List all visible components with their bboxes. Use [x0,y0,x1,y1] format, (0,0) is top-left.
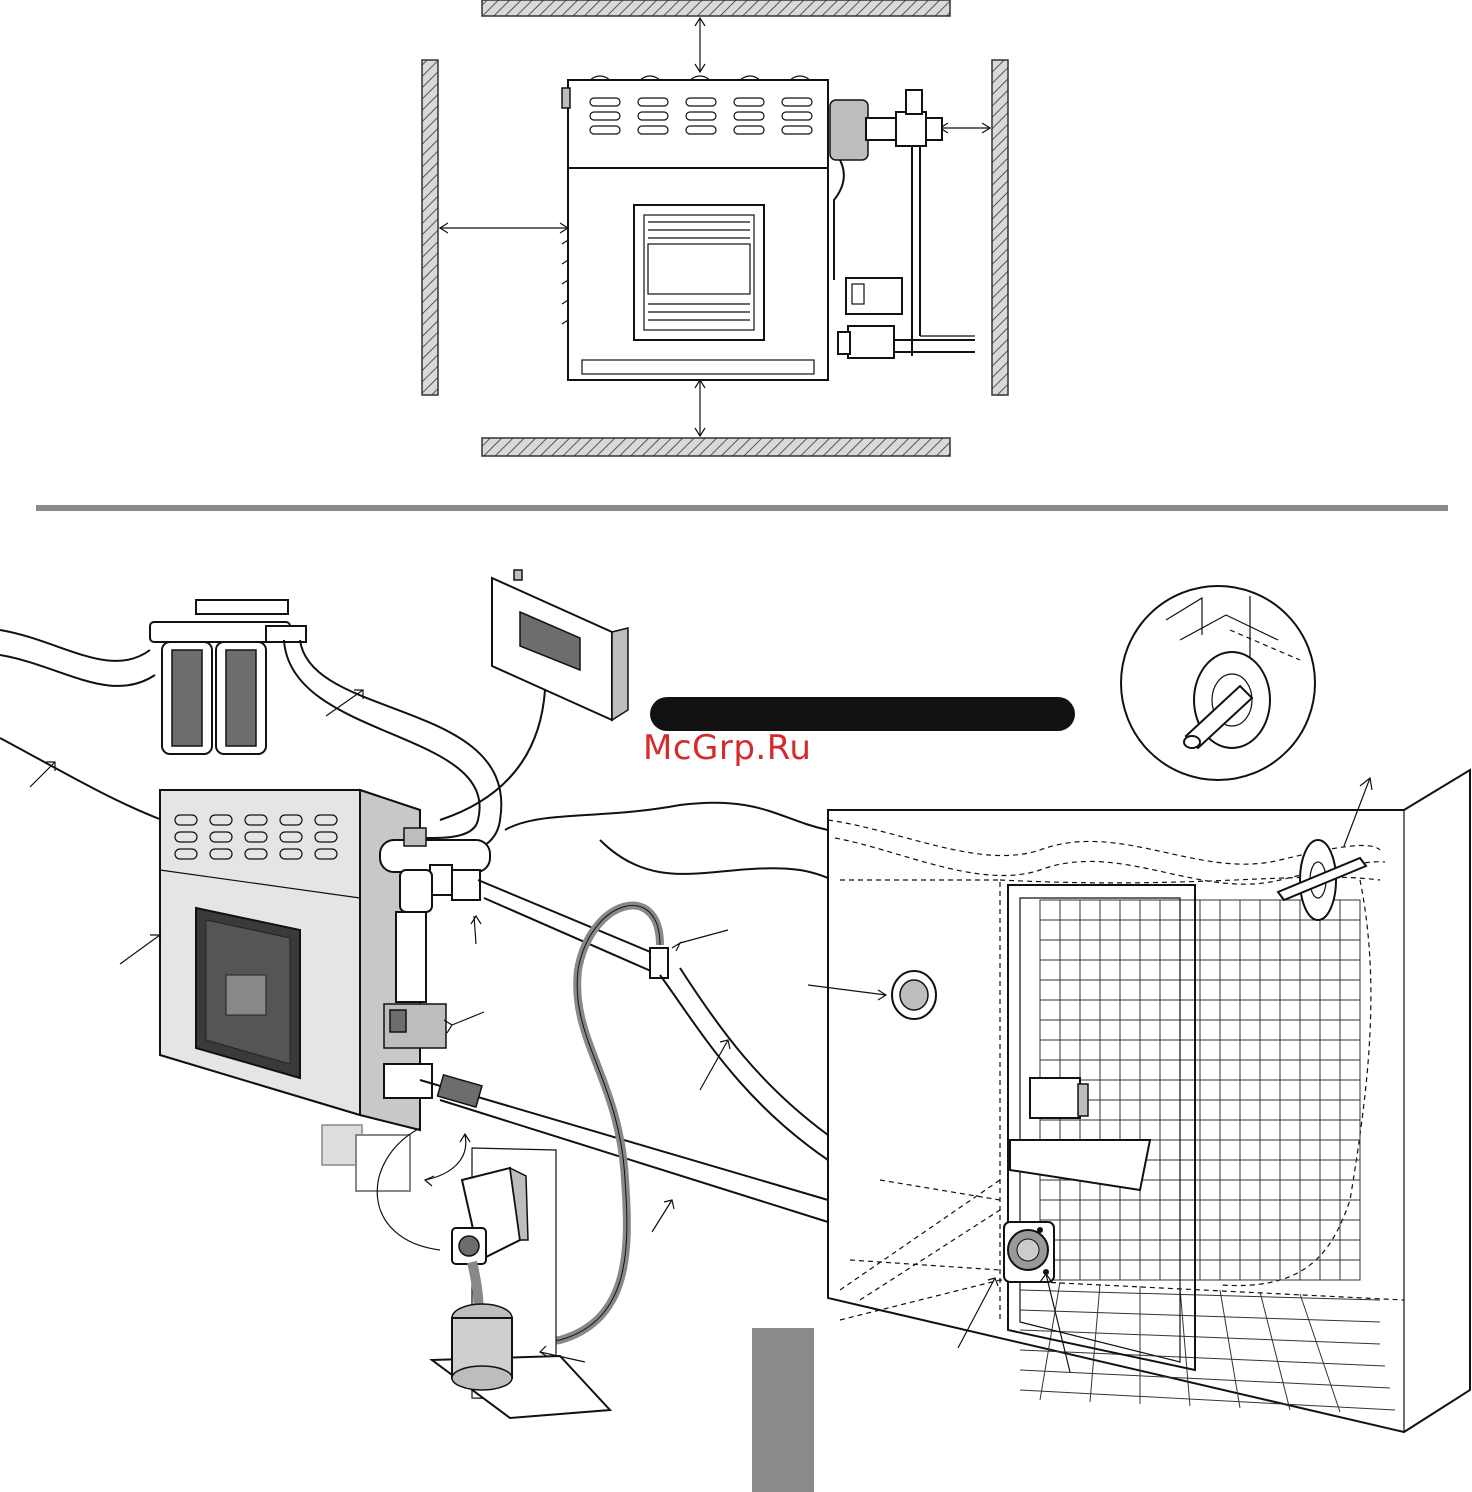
steam-head-detail-inset [1120,585,1316,781]
ceiling-wall [481,0,951,17]
section-divider [36,505,1448,511]
steam-generator-front [561,75,829,381]
water-supply-hose [0,629,151,662]
page-tab [752,1328,814,1492]
clearance-arrows [438,16,992,438]
steam-generator [119,788,421,1132]
watermark-text: McGrp.Ru [643,728,812,768]
power-cable [0,737,163,821]
generator-fittings [379,827,491,1099]
expansion-tank-assembly [429,1147,613,1420]
valve-assembly [829,89,975,359]
drain-pipe [477,879,829,1161]
sensor-cable [376,1127,441,1251]
steam-room [827,768,1471,1434]
water-filter [149,599,307,755]
installation-perspective [0,569,1471,1492]
right-wall [991,59,1009,396]
steam-head [957,1221,1071,1373]
control-cable [439,689,546,821]
left-wall [421,59,439,396]
wall-steam-outlet [1276,776,1373,921]
control-panel [491,569,629,722]
thermostat-sensor [807,970,937,1020]
drain-valve-alternate [321,1124,411,1192]
floor-wall [481,437,951,457]
label-bar [650,697,1075,731]
clearance-diagram [421,0,1009,457]
room-sensor-cable [504,801,829,831]
